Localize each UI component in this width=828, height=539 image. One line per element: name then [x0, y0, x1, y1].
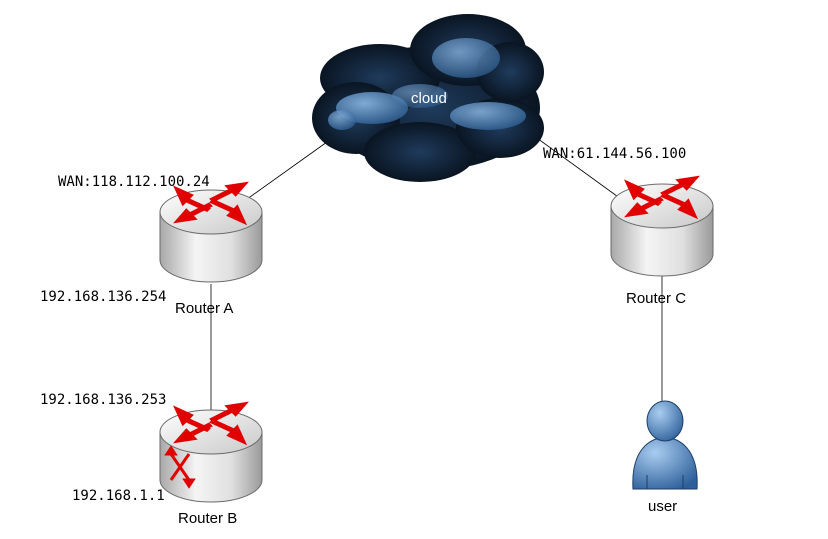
- cloud-label: cloud: [411, 90, 447, 107]
- router-c-name: Router C: [626, 290, 686, 307]
- router-a-lan-ip: 192.168.136.254: [40, 289, 166, 305]
- router-c[interactable]: [610, 175, 714, 277]
- router-a-wan-label: WAN:118.112.100.24: [58, 174, 210, 190]
- router-b-upstream-ip: 192.168.136.253: [40, 392, 166, 408]
- router-icon: [159, 181, 263, 283]
- router-b-name: Router B: [178, 510, 237, 527]
- router-b[interactable]: [159, 401, 263, 503]
- router-icon: [159, 401, 263, 503]
- cloud-icon: [312, 14, 544, 182]
- router-b-lan-ip: 192.168.1.1: [72, 488, 165, 504]
- router-c-wan-label: WAN:61.144.56.100: [543, 146, 686, 162]
- user-icon[interactable]: [632, 400, 698, 490]
- user-label: user: [648, 498, 677, 515]
- router-icon: [610, 175, 714, 277]
- crossed-arrows-icon: [164, 445, 196, 489]
- router-a[interactable]: [159, 181, 263, 283]
- router-a-name: Router A: [175, 300, 233, 317]
- link-cloud-router-a: [242, 141, 328, 203]
